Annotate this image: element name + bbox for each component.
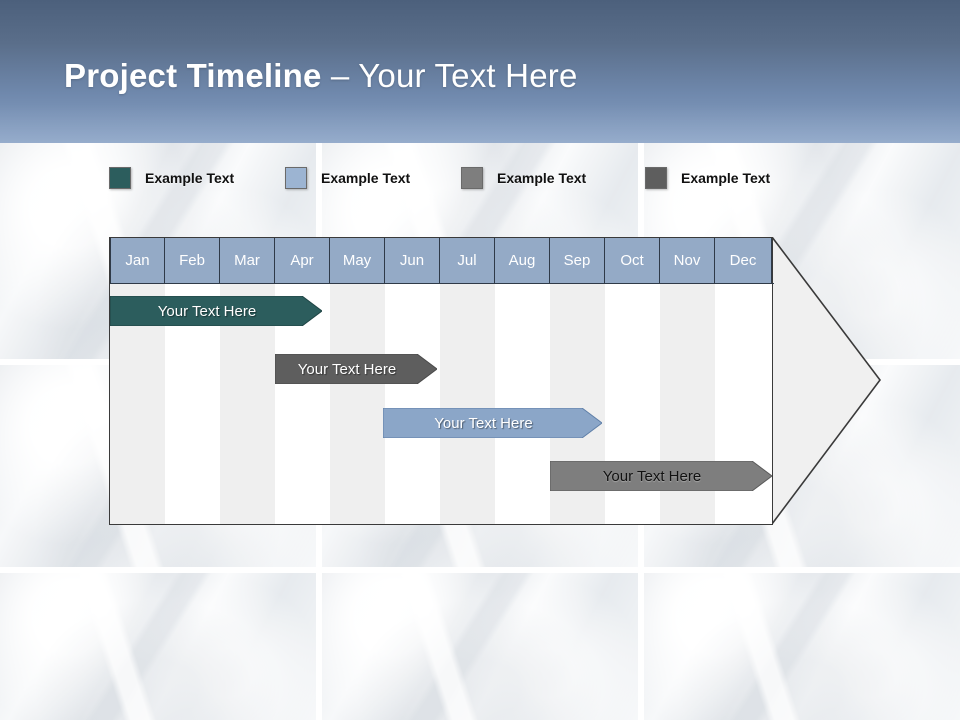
month-header-dec: Dec (715, 238, 772, 283)
month-label: May (342, 252, 372, 269)
month-header-apr: Apr (275, 238, 330, 283)
task-bar-2-label: Your Text Here (297, 360, 397, 378)
legend-label-4: Example Text (681, 170, 771, 186)
task-bar-3-label: Your Text Here (434, 414, 533, 432)
month-header-jun: Jun (385, 238, 440, 283)
task-bar-4-label: Your Text Here (602, 467, 702, 485)
month-label: Mar (234, 252, 260, 269)
page-title: Project Timeline – Your Text Here (64, 57, 578, 95)
page-title-rest: – Your Text Here (321, 57, 578, 94)
month-column-jul (440, 238, 495, 524)
month-label: Jan (125, 252, 150, 269)
month-label: Aug (508, 252, 536, 269)
month-header-jan: Jan (110, 238, 165, 283)
month-header-jul: Jul (440, 238, 495, 283)
month-label: Jul (457, 252, 477, 269)
task-bar-2[interactable]: Your Text Here (275, 354, 437, 384)
legend-swatch-icon (645, 167, 667, 189)
page-title-bold: Project Timeline (64, 57, 322, 94)
legend-item-3[interactable]: Example Text (461, 167, 586, 189)
month-label: Sep (563, 252, 591, 269)
legend-swatch-icon (461, 167, 483, 189)
task-bar-1-label: Your Text Here (157, 302, 257, 320)
task-bar-1[interactable]: Your Text Here (110, 296, 322, 326)
month-header-aug: Aug (495, 238, 550, 283)
month-header-sep: Sep (550, 238, 605, 283)
month-label: Dec (729, 252, 757, 269)
month-header-mar: Mar (220, 238, 275, 283)
month-column-mar (220, 238, 275, 524)
timeline-arrow-head (772, 237, 882, 525)
legend-label-2: Example Text (321, 170, 411, 186)
legend-swatch-icon (109, 167, 131, 189)
month-label: Apr (290, 252, 314, 269)
legend-label-1: Example Text (145, 170, 235, 186)
month-header-nov: Nov (660, 238, 715, 283)
legend-item-4[interactable]: Example Text (645, 167, 770, 189)
month-label: Feb (179, 252, 205, 269)
month-header-may: May (330, 238, 385, 283)
legend: Example Text Example Text Example Text E… (0, 160, 960, 196)
title-banner (0, 0, 960, 143)
month-column-jan (110, 238, 165, 524)
month-label: Nov (673, 252, 701, 269)
banner-photo-strip (0, 103, 960, 143)
legend-label-3: Example Text (497, 170, 587, 186)
month-label: Oct (620, 252, 644, 269)
legend-item-2[interactable]: Example Text (285, 167, 410, 189)
month-label: Jun (399, 252, 425, 269)
month-column-feb (165, 238, 220, 524)
legend-swatch-icon (285, 167, 307, 189)
month-column-aug (495, 238, 550, 524)
task-bar-3[interactable]: Your Text Here (383, 408, 602, 438)
task-bar-4[interactable]: Your Text Here (550, 461, 772, 491)
month-header-oct: Oct (605, 238, 660, 283)
legend-item-1[interactable]: Example Text (109, 167, 234, 189)
header-divider (110, 283, 774, 284)
month-header-feb: Feb (165, 238, 220, 283)
